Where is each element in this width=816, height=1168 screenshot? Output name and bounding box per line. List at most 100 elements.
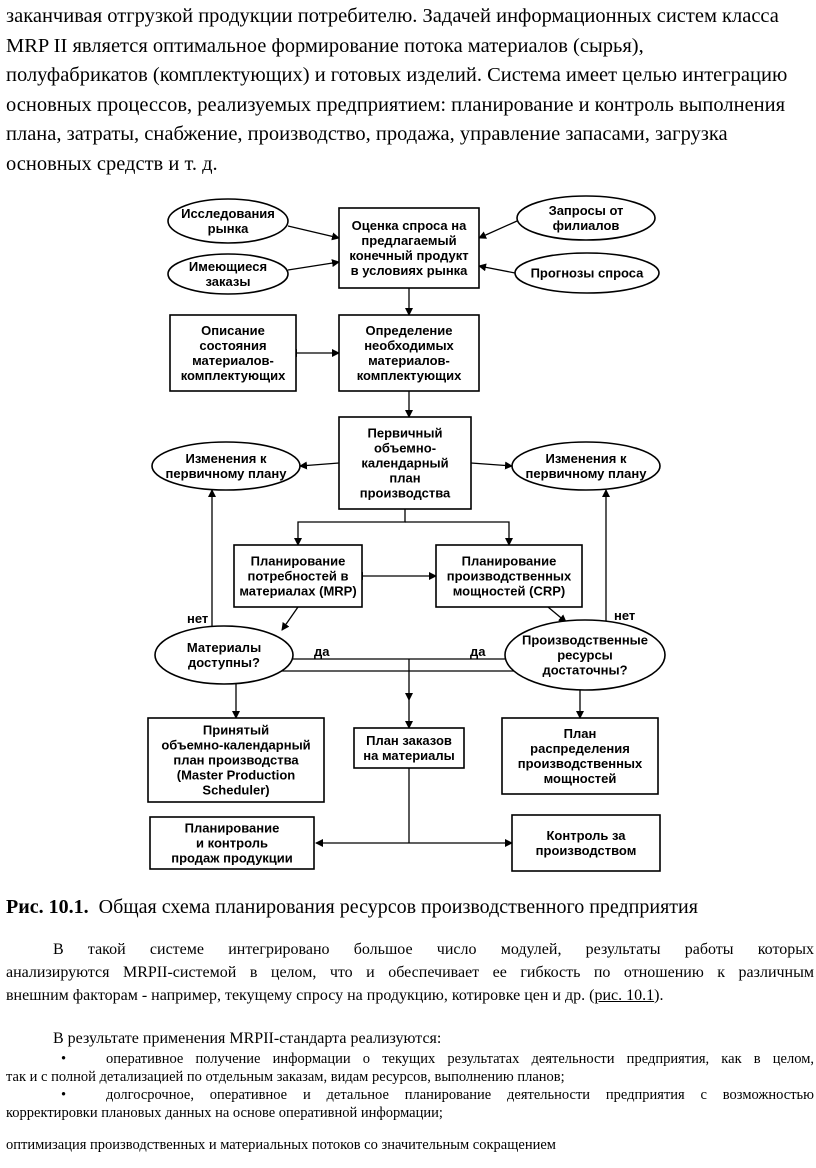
flow-edge	[470, 461, 513, 470]
flow-node-label: Изменения к	[186, 451, 267, 466]
flow-node-shape	[151, 441, 301, 491]
list-item-text: так и с полной детализацией по отдельным…	[6, 1069, 565, 1085]
edge-label-no-left: нет	[187, 611, 208, 626]
edge-label-yes-left: да	[314, 644, 330, 659]
flow-node-shape	[511, 814, 661, 872]
intro-line: заканчивая отгрузкой продукции потребите…	[6, 5, 779, 27]
paragraph-line: внешним факторам - например, текущему сп…	[6, 984, 814, 1007]
flow-node-label: Исследования	[181, 206, 275, 221]
flow-node-label: заказы	[206, 274, 251, 289]
flow-node-label: Оценка спроса на	[352, 218, 467, 233]
flow-edge	[478, 263, 516, 274]
flow-node-label: филиалов	[553, 218, 620, 233]
flow-node-label: Производственные	[522, 633, 648, 648]
flow-node-label: План заказов	[366, 733, 452, 748]
flow-node-label: Запросы от	[549, 203, 624, 218]
flow-node-label: материалов-	[368, 353, 450, 368]
flow-node-label: план производства	[173, 753, 299, 768]
flow-node-label: План	[564, 726, 597, 741]
flow-edge	[287, 225, 340, 241]
flow-node-label: Имеющиеся	[189, 259, 267, 274]
flow-node-shape	[514, 252, 660, 294]
flow-node-label: конечный продукт	[349, 248, 468, 263]
flow-node-shape	[501, 717, 659, 795]
flow-node-label: производством	[536, 843, 637, 858]
intro-paragraph: заканчивая отгрузкой продукции потребите…	[6, 2, 814, 179]
flow-node-label: первичному плану	[166, 466, 288, 481]
flow-node-label: и контроль	[196, 836, 268, 851]
flow-node-shape	[511, 441, 661, 491]
flow-node-shape	[516, 195, 656, 241]
flow-node-label: рынка	[208, 221, 249, 236]
flow-node-shape	[147, 717, 325, 803]
flow-edge	[287, 259, 340, 271]
list-item-text: оперативное получение информации о текущ…	[106, 1051, 814, 1067]
figure-number: Рис. 10.1.	[6, 896, 89, 918]
flow-node-shape	[338, 207, 480, 289]
flow-edge	[547, 606, 567, 623]
flow-node-shape	[435, 544, 583, 608]
flow-node-label: на материалы	[363, 748, 455, 763]
flow-node-label: материалах (MRP)	[239, 584, 356, 599]
flow-node-label: в условиях рынка	[351, 263, 469, 278]
flowchart-edge-labels: нет да да нет	[187, 608, 635, 659]
list-item-text: корректировки плановых данных на основе …	[6, 1105, 443, 1121]
flowchart-edges	[208, 220, 610, 847]
bullet-icon: •	[61, 1087, 67, 1103]
flow-node-label: Описание	[201, 323, 265, 338]
list-item: • долгосрочное, оперативное и детальное …	[6, 1086, 814, 1122]
flow-node-label: Планирование	[185, 821, 280, 836]
flow-node-label: состояния	[199, 338, 266, 353]
flow-node-label: необходимых	[364, 338, 454, 353]
flow-node-shape	[169, 314, 297, 392]
flow-node-shape	[504, 619, 666, 691]
flow-node-label: (Master Production	[177, 768, 296, 783]
flow-node-shape	[233, 544, 363, 608]
flow-edge	[294, 509, 406, 546]
paragraph-text: ).	[654, 987, 664, 1004]
flow-node-label: Изменения к	[546, 451, 627, 466]
flow-node-label: доступны?	[188, 655, 260, 670]
flow-node-label: ресурсы	[557, 648, 613, 663]
paragraph-line: В такой системе интегрировано большое чи…	[53, 941, 814, 958]
flow-node-label: достаточны?	[542, 663, 627, 678]
edge-label-no-right: нет	[614, 608, 635, 623]
list-intro: В результате применения MRPII-стандарта …	[53, 1030, 442, 1047]
flow-node-label: календарный	[361, 456, 448, 471]
list-item: • оперативное получение информации о тек…	[6, 1050, 814, 1086]
figure-caption: Рис. 10.1. Общая схема планирования ресу…	[6, 896, 698, 919]
flow-node-label: Планирование	[462, 554, 557, 569]
flow-node-label: мощностей (CRP)	[453, 584, 566, 599]
bullet-icon: •	[61, 1051, 67, 1067]
flow-node-label: Контроль за	[546, 828, 626, 843]
flow-node-label: мощностей	[544, 771, 617, 786]
flow-node-label: продаж продукции	[171, 851, 293, 866]
flow-node-label: объемно-календарный	[161, 738, 310, 753]
flow-node-label: комплектующих	[181, 368, 286, 383]
flow-edge	[299, 461, 340, 470]
flow-node-label: распределения	[530, 741, 630, 756]
flow-node-label: потребностей в	[248, 569, 349, 584]
flow-node-label: материалов-	[192, 353, 274, 368]
body-paragraph: В такой системе интегрировано большое чи…	[6, 938, 814, 1007]
intro-line: основных процессов, реализуемых предприя…	[6, 93, 786, 116]
flow-node-primary-plan: Первичныйобъемно-календарныйпланпроизвод…	[338, 416, 472, 510]
intro-line: MRP II является оптимальное формирование…	[6, 34, 644, 57]
paragraph-text: внешним факторам - например, текущему сп…	[6, 987, 595, 1004]
figure-link[interactable]: рис. 10.1	[594, 987, 655, 1004]
flow-node-shape	[353, 727, 465, 769]
flow-node-materials-needed: Определениенеобходимыхматериалов-комплек…	[338, 314, 480, 392]
edge-label-yes-right: да	[470, 644, 486, 659]
flow-node-label: Планирование	[251, 554, 346, 569]
flow-node-shape	[167, 253, 289, 295]
flow-node-label: Прогнозы спроса	[531, 266, 645, 281]
